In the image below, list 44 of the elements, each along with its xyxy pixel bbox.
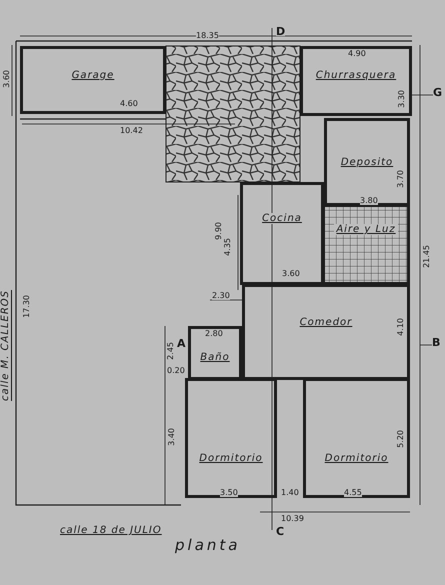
dimension-text: 3.80 (360, 196, 378, 205)
dimension-text: 2.80 (205, 329, 223, 338)
dimension-text: 9.90 (214, 222, 223, 240)
room-outline (185, 378, 277, 498)
dimension-text: 4.90 (348, 49, 366, 58)
section-marker: B (432, 338, 440, 347)
dimension-text: 0.20 (167, 366, 185, 375)
dimension-text: 17.30 (22, 295, 31, 318)
dimension-text: 4.60 (120, 99, 138, 108)
dimension-text: 3.50 (220, 488, 238, 497)
dimension-text: 5.20 (396, 430, 405, 448)
dimension-text: 3.60 (2, 70, 11, 88)
dimension-text: 4.10 (396, 318, 405, 336)
dimension-text: 4.55 (344, 488, 362, 497)
room-name: Comedor (298, 316, 354, 328)
section-marker: C (276, 527, 284, 536)
dimension-text: 4.35 (223, 238, 232, 256)
room-outline (240, 182, 324, 285)
room-name: Dormitorio (197, 452, 265, 464)
room-name: Aire y Luz (334, 224, 398, 235)
street-name: calle M. CALLEROS (1, 290, 10, 401)
room-outline (242, 284, 410, 380)
dimension-text: 2.30 (212, 291, 230, 300)
section-marker: G (433, 88, 442, 97)
dimension-text: 10.39 (281, 514, 304, 523)
street-name: calle 18 de JULIO (60, 526, 162, 535)
dimension-text: 3.60 (282, 269, 300, 278)
room-name: Cocina (260, 213, 304, 224)
dimension-text: 3.70 (396, 170, 405, 188)
section-marker: D (276, 27, 286, 36)
dimension-text: 10.42 (120, 126, 143, 135)
dimension-text: 18.35 (196, 31, 219, 40)
room-outline (20, 46, 166, 114)
dimension-text: 3.40 (167, 428, 176, 446)
dimension-text: 3.30 (397, 90, 406, 108)
dimension-text: 2.45 (166, 342, 175, 360)
room-name: Deposito (338, 156, 396, 168)
room-name: Baño (198, 352, 232, 362)
dimension-text: 1.40 (281, 488, 299, 497)
room-name: Garage (70, 70, 116, 80)
section-marker: A (177, 339, 186, 348)
dimension-text: 21.45 (422, 245, 431, 268)
room-name: Dormitorio (322, 452, 390, 464)
room-name: Churrasquera (314, 70, 398, 80)
